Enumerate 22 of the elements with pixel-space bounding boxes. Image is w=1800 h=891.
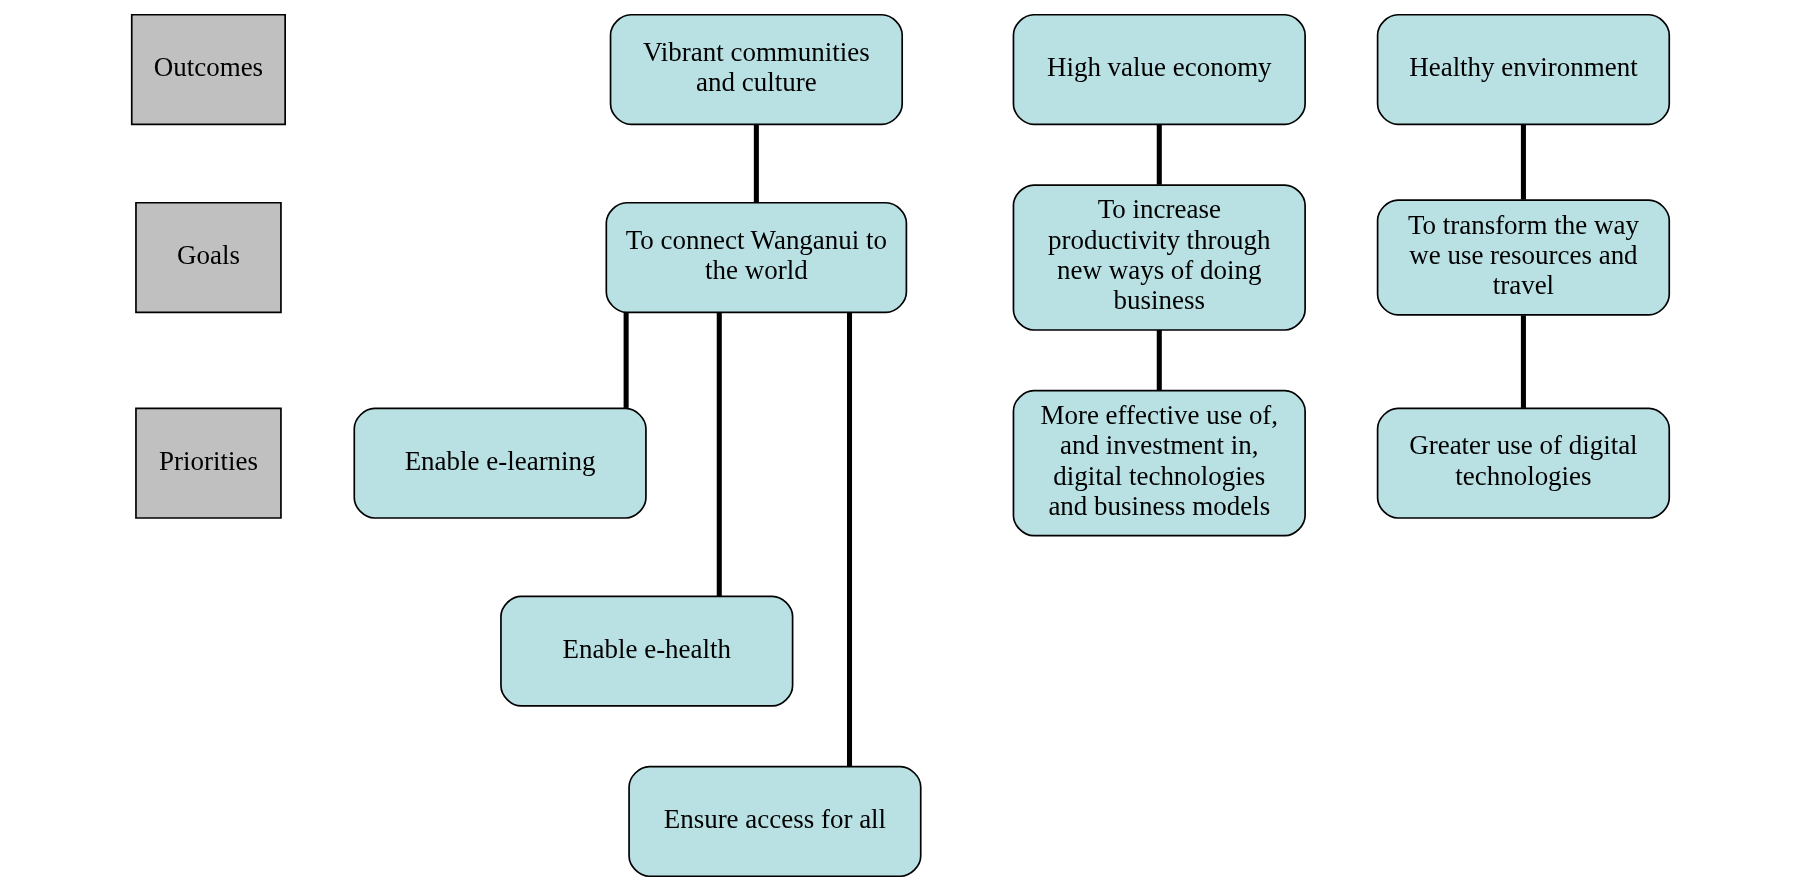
connector [1520,124,1526,200]
node-box: Goals [134,201,282,314]
connector [846,312,852,767]
connector [623,312,629,408]
node-box: More effective use of, and investment in, digital technologies and business models [1012,389,1306,537]
connector [716,313,722,596]
node-box: To connect Wanganui to the world [604,201,907,314]
node-box: To increase productivity through new ways of doing business [1012,184,1306,331]
node-box: Healthy environment [1376,13,1670,126]
node-box: Priorities [134,407,282,519]
connector [1520,315,1526,408]
node-box: Vibrant communities and culture [609,13,903,126]
connector [1156,124,1162,185]
node-box: Enable e-health [499,595,793,707]
connector [753,124,759,203]
node-box: High value economy [1012,13,1306,126]
connector [1156,330,1162,391]
node-box: Outcomes [130,13,286,126]
node-box: To transform the way we use resources and travel [1376,199,1670,316]
node-box: Ensure access for all [627,765,922,878]
node-box: Greater use of digital technologies [1376,407,1670,519]
node-box: Enable e-learning [352,407,647,519]
